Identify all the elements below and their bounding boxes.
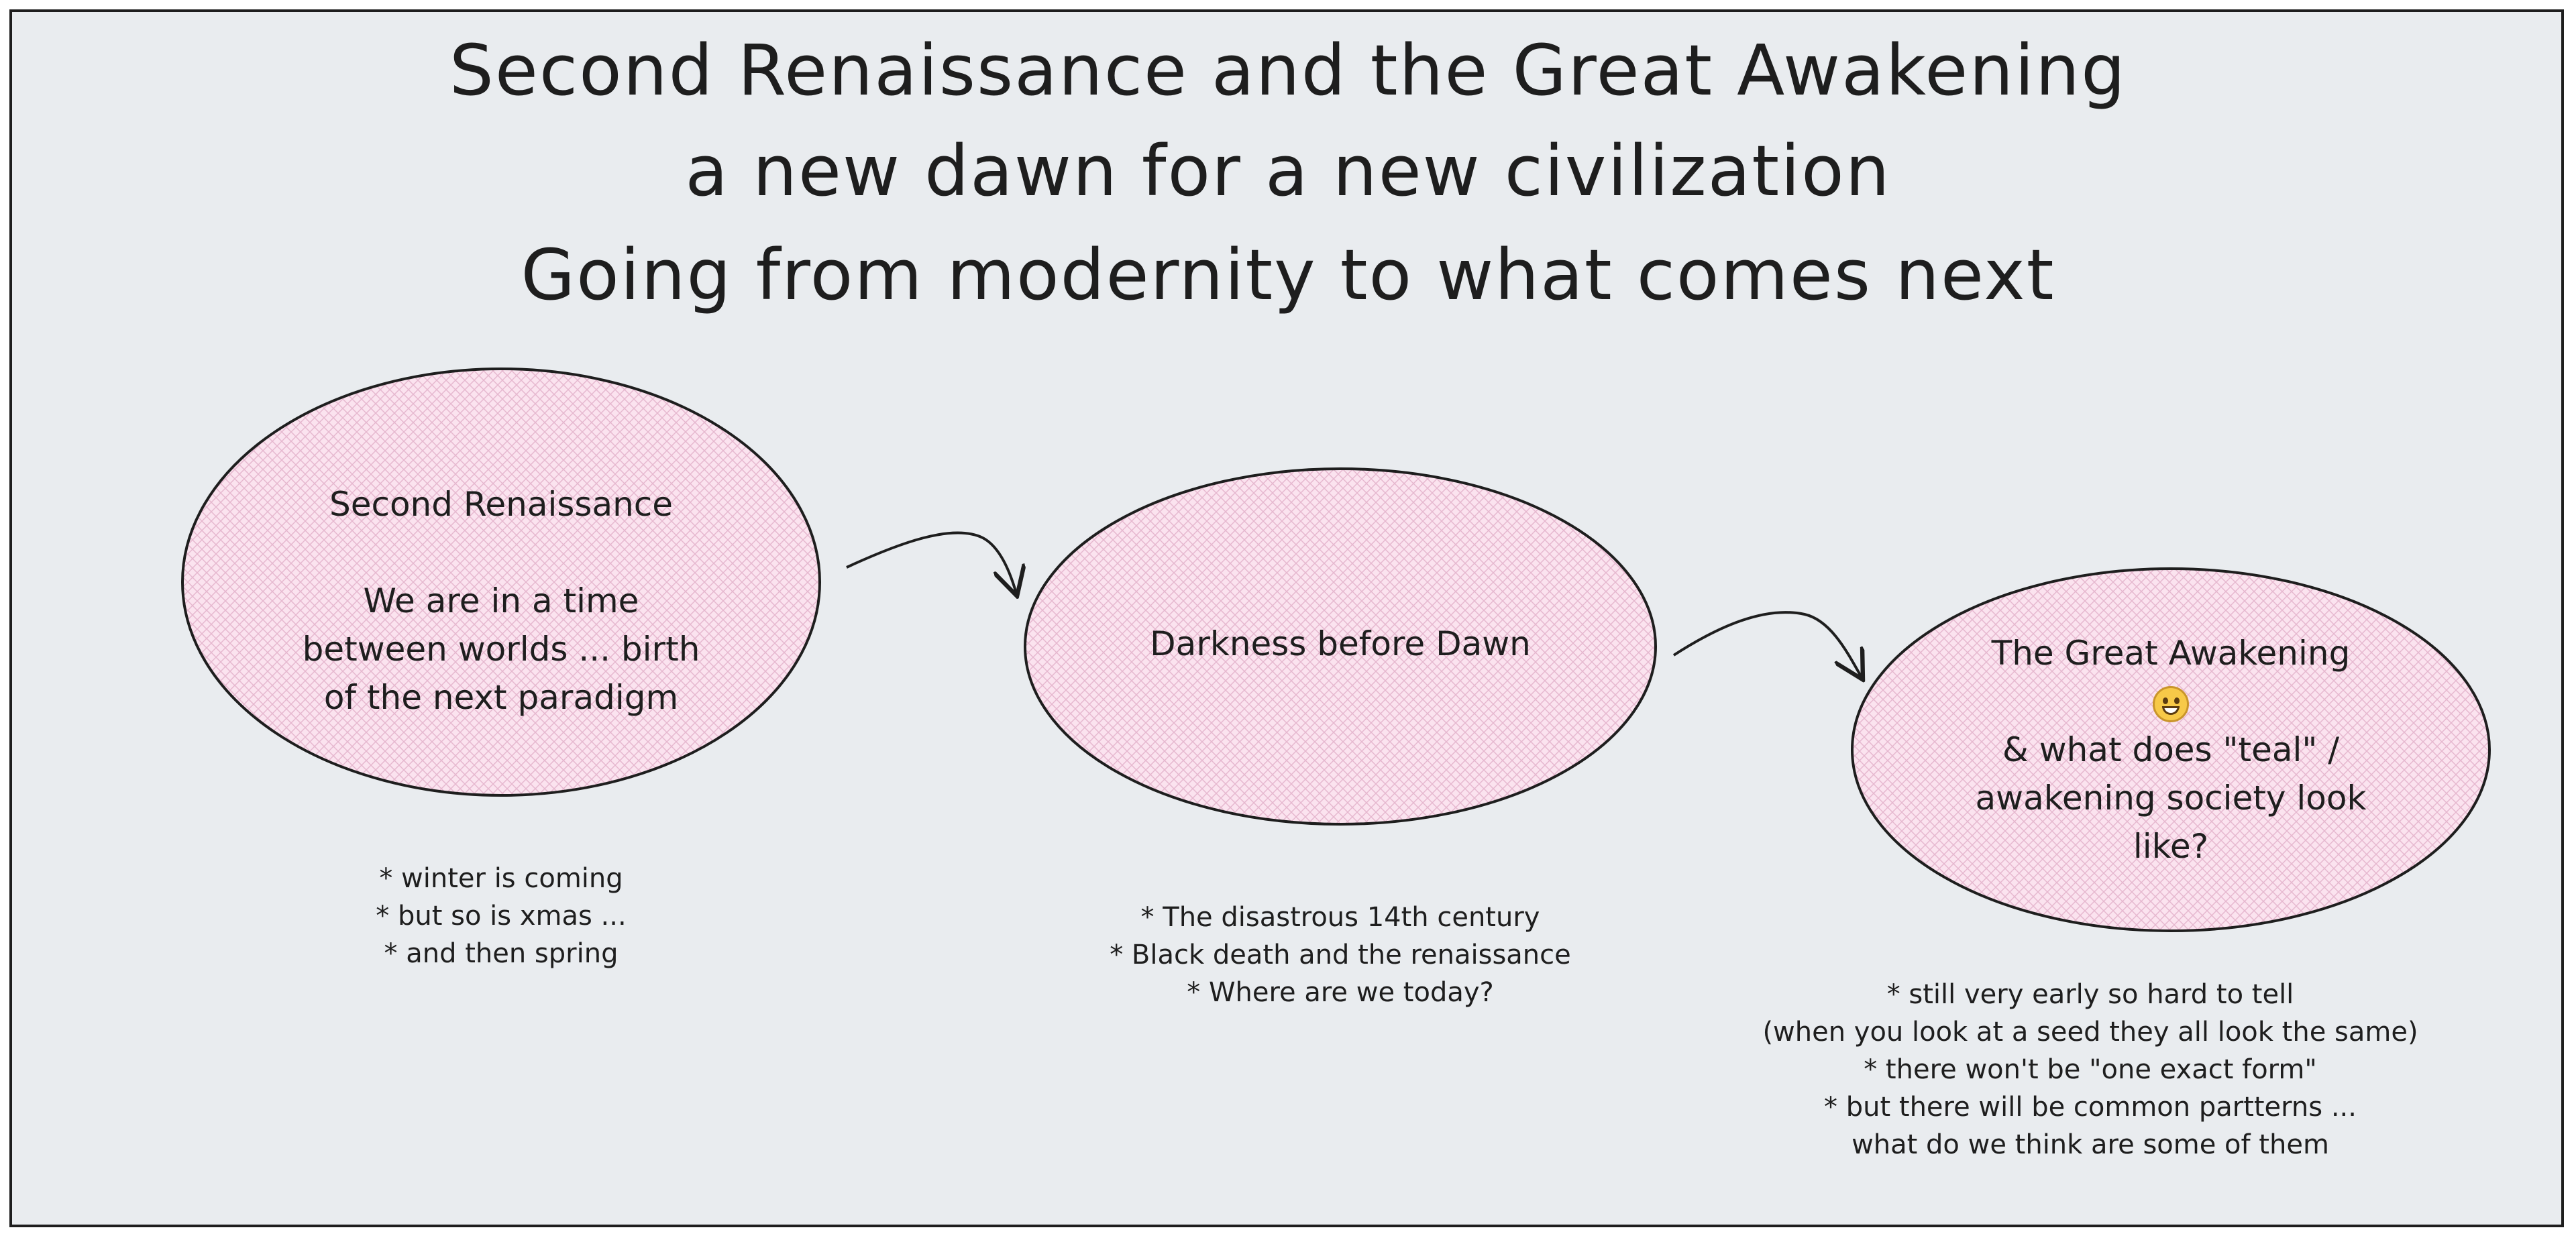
notes-second-renaissance: * winter is coming * but so is xmas ... … (266, 860, 736, 972)
node-body-line: between worlds ... birth (302, 630, 700, 669)
ellipse-darkness-before-dawn[interactable] (1024, 467, 1657, 826)
note-line: * Black death and the renaissance (1110, 940, 1571, 970)
note-line: * but so is xmas ... (376, 901, 627, 932)
arrow-darkness-to-awakening (1672, 611, 1862, 677)
node-body-line: & what does "teal" / (2002, 730, 2340, 769)
node-great-awakening-text: The Great Awakening & what does "teal" /… (1902, 629, 2439, 870)
node-body-line: like? (2133, 827, 2209, 866)
arrow-renaissance-to-darkness (846, 531, 1016, 594)
note-line: what do we think are some of them (1851, 1129, 2329, 1160)
node-body-line: of the next paradigm (323, 678, 679, 717)
node-heading: The Great Awakening (1991, 634, 2351, 673)
notes-great-awakening: * still very early so hard to tell (when… (1721, 976, 2459, 1164)
note-line: (when you look at a seed they all look t… (1762, 1017, 2418, 1048)
node-body-line: awakening society look (1975, 779, 2367, 818)
grinning-face-icon (2153, 685, 2189, 722)
ellipse-great-awakening[interactable] (1851, 567, 2491, 932)
note-line: * Where are we today? (1187, 977, 1494, 1008)
node-heading: Second Renaissance (329, 485, 674, 524)
node-heading: Darkness before Dawn (1150, 624, 1531, 663)
note-line: * but there will be common partterns ... (1824, 1092, 2357, 1123)
title-line-2: a new dawn for a new civilization (685, 130, 1891, 212)
node-darkness-before-dawn-text: Darkness before Dawn (1072, 620, 1609, 668)
note-line: * and then spring (384, 938, 619, 969)
notes-darkness-before-dawn: * The disastrous 14th century * Black de… (1038, 899, 1642, 1011)
note-line: * still very early so hard to tell (1886, 979, 2294, 1010)
note-line: * winter is coming (379, 863, 623, 894)
note-line: * The disastrous 14th century (1140, 902, 1540, 933)
title-line-3: Going from modernity to what comes next (521, 234, 2055, 316)
node-second-renaissance-text: Second Renaissance We are in a time betw… (233, 480, 769, 722)
node-body-line: We are in a time (363, 581, 639, 620)
ellipse-second-renaissance[interactable] (181, 368, 821, 797)
note-line: * there won't be "one exact form" (1864, 1054, 2317, 1085)
title-line-1: Second Renaissance and the Great Awakeni… (449, 30, 2127, 111)
